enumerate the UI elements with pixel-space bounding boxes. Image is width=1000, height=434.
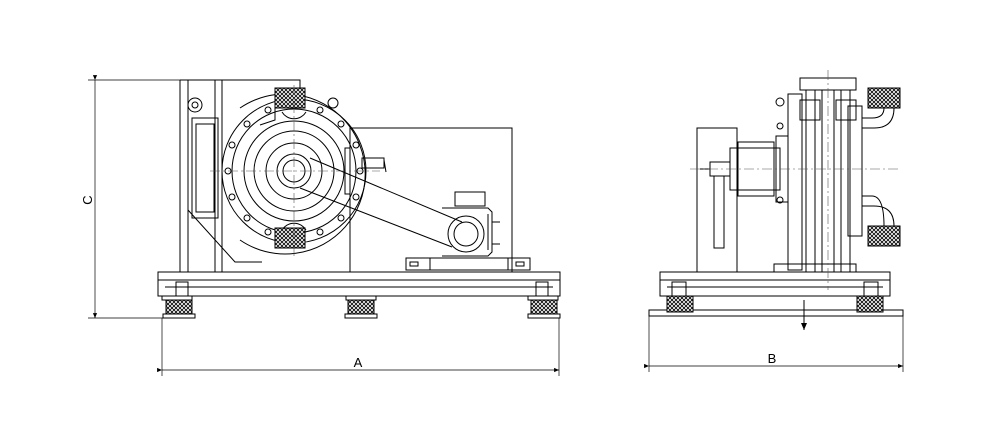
- side-back-plate: [696, 127, 738, 273]
- front-pump-housing: [179, 79, 339, 272]
- side-pump-body: [773, 77, 863, 273]
- dimension-b-label: B: [768, 351, 777, 366]
- front-view: [157, 79, 561, 319]
- dimension-lines: [88, 75, 904, 376]
- front-foot-middle: [344, 299, 378, 319]
- front-hose-top: [274, 87, 306, 109]
- side-centerlines: [690, 70, 900, 290]
- side-base-frame: [648, 271, 904, 317]
- side-hose-bottom: [862, 195, 901, 247]
- front-hose-bottom: [274, 227, 306, 249]
- dimension-c-label: C: [80, 195, 95, 204]
- front-foot-left: [162, 299, 196, 319]
- front-centerlines: [210, 85, 380, 256]
- front-foot-right: [527, 299, 561, 319]
- dimension-a-label: A: [354, 355, 363, 370]
- front-drive-cover: [349, 127, 513, 273]
- front-base-frame: [157, 271, 561, 301]
- side-foot-left: [666, 295, 694, 313]
- side-view: [648, 77, 904, 330]
- front-belt: [299, 157, 463, 248]
- side-foot-right: [856, 295, 884, 313]
- front-motor: [405, 191, 531, 271]
- side-hose-top: [862, 87, 901, 129]
